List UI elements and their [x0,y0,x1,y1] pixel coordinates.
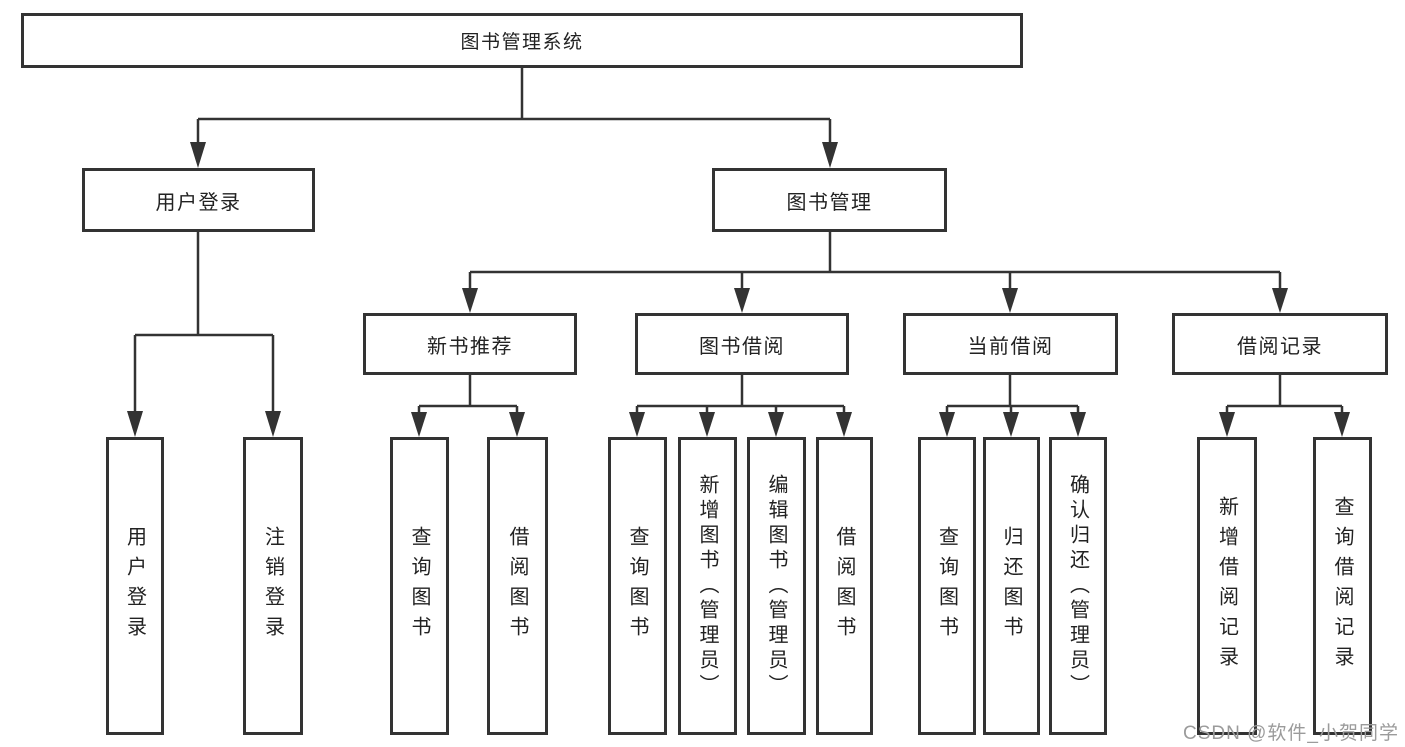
leaf-label: 借阅图书 [833,526,855,646]
node-book-management: 图书管理 [712,168,947,232]
leaf-label: 新增图书（管理员） [696,473,718,699]
leaf-label: 注销登录 [261,526,284,646]
leaf-query-borrow-record: 查询借阅记录 [1313,437,1372,735]
node-label: 新书推荐 [427,335,513,358]
node-label: 图书管理系统 [460,32,584,53]
node-current-borrowing: 当前借阅 [903,313,1118,375]
leaf-label: 归还图书 [1000,526,1022,646]
leaf-edit-book-admin: 编辑图书（管理员） [747,437,806,735]
node-library-management-system: 图书管理系统 [21,13,1023,68]
leaf-label: 编辑图书（管理员） [765,473,787,699]
node-borrowing-records: 借阅记录 [1172,313,1388,375]
leaf-confirm-return-admin: 确认归还（管理员） [1049,437,1107,735]
leaf-label: 查询图书 [408,526,430,646]
node-label: 借阅记录 [1237,335,1323,358]
leaf-borrow-books-borrowing: 借阅图书 [816,437,873,735]
node-label: 当前借阅 [967,335,1054,358]
node-label: 用户登录 [155,191,242,214]
leaf-borrow-books-recommend: 借阅图书 [487,437,548,735]
leaf-label: 查询图书 [626,526,648,646]
node-new-book-recommendation: 新书推荐 [363,313,577,375]
arrowheads [127,142,1350,437]
leaf-add-book-admin: 新增图书（管理员） [678,437,737,735]
leaf-label: 新增借阅记录 [1215,496,1238,676]
leaf-return-books: 归还图书 [983,437,1040,735]
node-book-borrowing: 图书借阅 [635,313,849,375]
leaf-user-login: 用户登录 [106,437,164,735]
leaf-label: 借阅图书 [506,526,528,646]
leaf-label: 查询借阅记录 [1331,496,1353,676]
node-label: 图书管理 [786,191,873,214]
leaf-query-books-borrowing: 查询图书 [608,437,667,735]
leaf-label: 查询图书 [935,526,958,646]
leaf-query-books-current: 查询图书 [918,437,976,735]
leaf-query-books-recommend: 查询图书 [390,437,449,735]
node-label: 图书借阅 [699,335,785,358]
leaf-add-borrow-record: 新增借阅记录 [1197,437,1257,735]
node-user-login: 用户登录 [82,168,315,232]
leaf-label: 确认归还（管理员） [1066,473,1089,699]
csdn-watermark: CSDN @软件_小贺同学 [1183,723,1399,744]
leaf-logout: 注销登录 [243,437,303,735]
leaf-label: 用户登录 [123,526,146,646]
